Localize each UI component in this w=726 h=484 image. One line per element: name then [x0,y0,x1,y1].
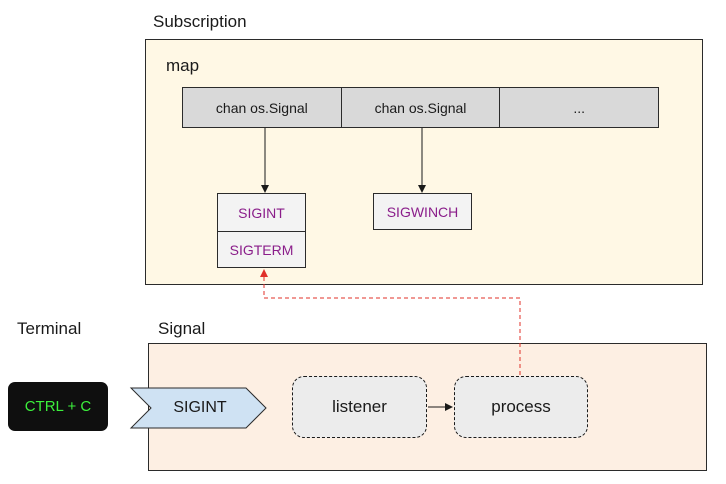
terminal-title: Terminal [17,319,82,338]
incoming-signal-label: SIGINT [173,399,227,416]
subscription-title: Subscription [153,12,247,31]
map-cell: chan os.Signal [183,88,342,127]
listener-node: listener [292,376,427,438]
map-label: map [166,56,200,75]
incoming-signal-chevron [129,387,267,429]
process-to-subscription-dashed-arrow [260,269,521,375]
ctrl-c-key: CTRL + C [8,382,108,431]
signal-set-2: SIGWINCH [373,193,472,230]
map-cell-ellipsis: ... [573,99,586,116]
signal-title: Signal [158,319,206,338]
signal-name-item: SIGWINCH [386,203,459,220]
process-node: process [454,376,588,438]
signal-name-item: SIGTERM [218,231,305,267]
signal-set-1: SIGINT SIGTERM [217,193,306,268]
signal-name-item: SIGINT [238,204,285,221]
map-channel-row: chan os.Signal chan os.Signal ... [182,87,659,128]
map-cell: chan os.Signal [342,88,501,127]
